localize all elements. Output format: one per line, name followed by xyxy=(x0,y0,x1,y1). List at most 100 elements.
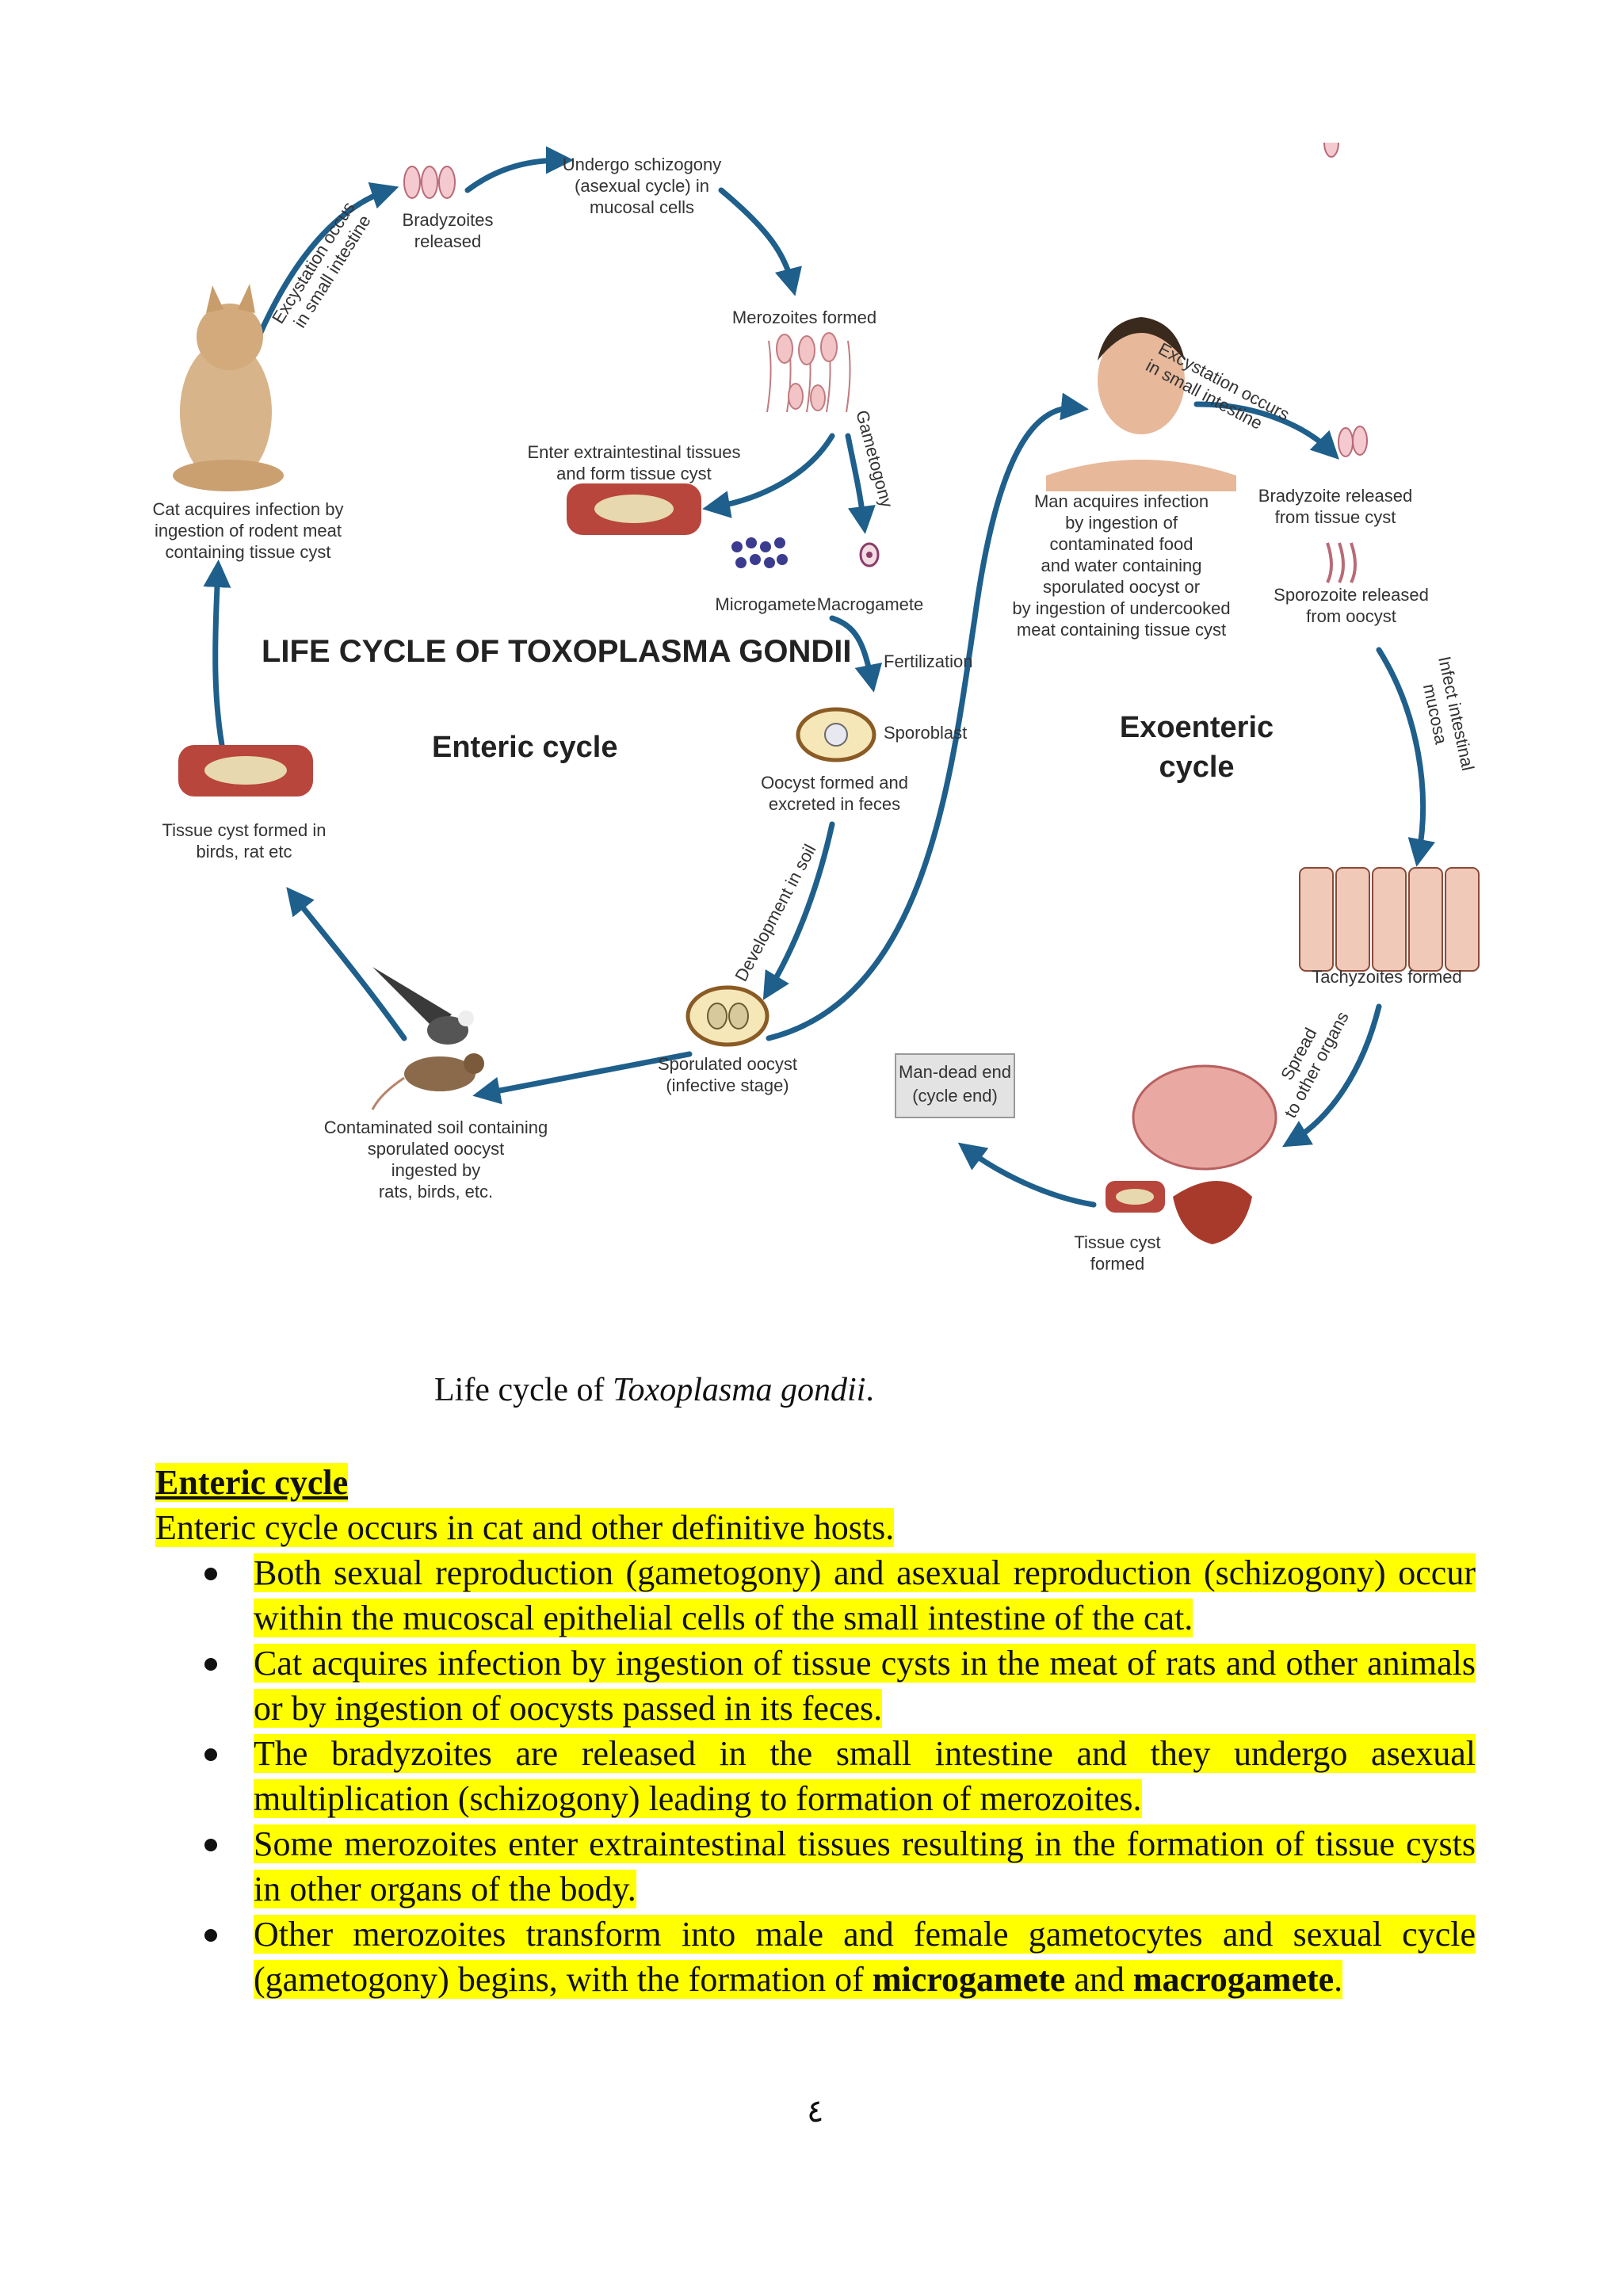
caption-species: Toxoplasma gondii xyxy=(613,1372,866,1408)
page-number: ٤ xyxy=(807,2093,824,2129)
bullet-list: Both sexual reproduction (gametogony) an… xyxy=(155,1550,1476,2002)
merozoites-illustration xyxy=(766,332,851,413)
microgamete-illustration xyxy=(731,537,788,568)
svg-text:Fertilization: Fertilization xyxy=(884,651,972,671)
tachyzoites-cells-illustration xyxy=(1299,867,1480,972)
sporozoite-illustration xyxy=(1326,542,1357,583)
brain-illustration xyxy=(1132,1064,1277,1171)
arrow-man-to-bradyzoite xyxy=(1193,401,1339,460)
bullet-icon xyxy=(204,1929,217,1942)
exoenteric-title-2: cycle xyxy=(1159,751,1234,784)
man-dead-end-box: Man-dead end (cycle end) xyxy=(895,1053,1015,1118)
svg-text:by ingestion of undercooked: by ingestion of undercooked xyxy=(1012,598,1230,618)
svg-text:from oocyst: from oocyst xyxy=(1306,606,1396,626)
oocyst-illustration xyxy=(796,707,876,762)
diagram-labels: Undergo schizogony (asexual cycle) in mu… xyxy=(153,155,1479,1274)
svg-text:Sporoblast: Sporoblast xyxy=(884,723,967,743)
man-dead-end-label: Man-dead end xyxy=(899,1062,1011,1082)
svg-text:Oocyst formed and: Oocyst formed and xyxy=(761,773,908,793)
svg-text:Undergo schizogony: Undergo schizogony xyxy=(563,155,722,174)
svg-text:Sporozoite released: Sporozoite released xyxy=(1274,585,1429,605)
man-illustration xyxy=(1046,317,1236,491)
bullet-icon xyxy=(204,1839,217,1851)
list-item: The bradyzoites are released in the smal… xyxy=(155,1731,1476,1821)
macrogamete-term: macrogamete xyxy=(1132,1960,1335,1999)
list-item: Cat acquires infection by ingestion of t… xyxy=(155,1641,1476,1731)
svg-text:Microgamete: Microgamete xyxy=(715,594,815,614)
macrogamete-illustration xyxy=(859,542,880,567)
svg-text:Sporulated oocyst: Sporulated oocyst xyxy=(658,1054,797,1074)
bullet-icon xyxy=(204,1748,217,1761)
svg-text:contaminated food: contaminated food xyxy=(1049,534,1193,554)
document-body: Enteric cycle Enteric cycle occurs in ca… xyxy=(155,1460,1476,2002)
svg-text:mucosal cells: mucosal cells xyxy=(590,197,694,217)
svg-text:from tissue cyst: from tissue cyst xyxy=(1275,507,1396,527)
arrow-schizogony-to-merozoites xyxy=(718,187,802,296)
svg-text:Macrogamete: Macrogamete xyxy=(817,594,924,614)
svg-text:Cat acquires infection by: Cat acquires infection by xyxy=(153,499,344,519)
diagram-title: LIFE CYCLE OF TOXOPLASMA GONDII xyxy=(262,634,851,669)
arrow-sporozoite-to-tachyzoites xyxy=(1376,647,1436,867)
svg-text:rats, birds, etc.: rats, birds, etc. xyxy=(379,1182,493,1201)
arrow-sporulated-to-man xyxy=(766,392,1089,1041)
caption-prefix: Life cycle of xyxy=(434,1372,613,1408)
cat-illustration xyxy=(173,284,284,491)
svg-text:ingested by: ingested by xyxy=(391,1160,481,1180)
arrow-cat-to-bradyzoites xyxy=(250,182,399,352)
svg-text:(infective stage): (infective stage) xyxy=(666,1075,789,1095)
list-item: Both sexual reproduction (gametogony) an… xyxy=(155,1550,1476,1641)
arrow-merozoites-to-gametes xyxy=(845,433,876,534)
svg-text:formed: formed xyxy=(1090,1254,1144,1274)
svg-text:Tissue cyst formed in: Tissue cyst formed in xyxy=(162,820,326,840)
list-item: Some merozoites enter extraintestinal ti… xyxy=(155,1821,1476,1912)
svg-text:meat containing tissue cyst: meat containing tissue cyst xyxy=(1017,620,1226,640)
liver-illustration xyxy=(1173,1181,1252,1244)
svg-text:Tachyzoites formed: Tachyzoites formed xyxy=(1312,967,1462,987)
arrow-tissuecyst-to-deadend xyxy=(957,1142,1097,1208)
bird-illustration xyxy=(372,967,474,1045)
muscle-tissue-cyst-left xyxy=(178,745,313,797)
svg-text:Man acquires infection: Man acquires infection xyxy=(1034,491,1209,511)
svg-text:containing tissue cyst: containing tissue cyst xyxy=(165,542,330,562)
arrow-rodent-to-tissue-cyst xyxy=(286,887,407,1041)
enteric-cycle-title: Enteric cycle xyxy=(432,731,617,764)
svg-text:Merozoites formed: Merozoites formed xyxy=(732,308,876,327)
caption-suffix: . xyxy=(865,1372,874,1408)
toxoplasma-life-cycle-diagram: Man-dead end (cycle end) LIFE CYCLE OF T… xyxy=(153,143,1480,1274)
list-item: Other merozoites transform into male and… xyxy=(155,1912,1476,2002)
bradyzoites-right-illustration xyxy=(1323,143,1368,457)
svg-text:Bradyzoite released: Bradyzoite released xyxy=(1258,486,1412,506)
arrow-oocyst-to-sporulated xyxy=(762,821,835,1001)
microgamete-term: microgamete xyxy=(872,1960,1066,1999)
svg-text:excreted in feces: excreted in feces xyxy=(769,794,900,814)
svg-text:ingestion of rodent meat: ingestion of rodent meat xyxy=(155,521,342,541)
cycle-arrows xyxy=(203,146,1436,1208)
svg-text:Bradyzoites: Bradyzoites xyxy=(403,210,494,230)
svg-text:sporulated oocyst or: sporulated oocyst or xyxy=(1043,577,1200,597)
arrow-merozoites-to-tissue xyxy=(702,433,835,518)
svg-text:Enter extraintestinal tissues: Enter extraintestinal tissues xyxy=(527,442,740,462)
svg-text:sporulated oocyst: sporulated oocyst xyxy=(368,1139,504,1159)
arrow-sporulated-to-rodent xyxy=(472,1051,693,1105)
bullet-icon xyxy=(204,1568,217,1580)
sporulated-oocyst-illustration xyxy=(685,985,769,1047)
svg-text:birds, rat etc: birds, rat etc xyxy=(196,842,292,861)
svg-text:Contaminated soil containing: Contaminated soil containing xyxy=(324,1117,548,1137)
arrow-tachyzoites-to-organs xyxy=(1281,1003,1382,1148)
figure-caption: Life cycle of Toxoplasma gondii. xyxy=(434,1371,874,1409)
rat-illustration xyxy=(371,1053,484,1110)
section-intro: Enteric cycle occurs in cat and other de… xyxy=(155,1508,895,1547)
svg-text:and form tissue cyst: and form tissue cyst xyxy=(556,464,712,483)
section-heading: Enteric cycle xyxy=(155,1463,349,1502)
svg-text:released: released xyxy=(414,231,481,251)
arrow-gametes-to-fertilization xyxy=(829,615,883,693)
arrow-bradyzoites-to-schizogony xyxy=(464,146,574,193)
muscle-tissue-cyst-right xyxy=(1106,1181,1165,1213)
cycle-end-label: (cycle end) xyxy=(912,1086,998,1106)
bullet-icon xyxy=(204,1658,217,1671)
svg-text:and water containing: and water containing xyxy=(1041,556,1201,575)
svg-text:(asexual cycle) in: (asexual cycle) in xyxy=(575,176,709,196)
svg-text:by ingestion of: by ingestion of xyxy=(1065,513,1178,533)
exoenteric-title-1: Exoenteric xyxy=(1120,711,1274,744)
arrow-tissue-cyst-to-cat xyxy=(203,560,231,748)
